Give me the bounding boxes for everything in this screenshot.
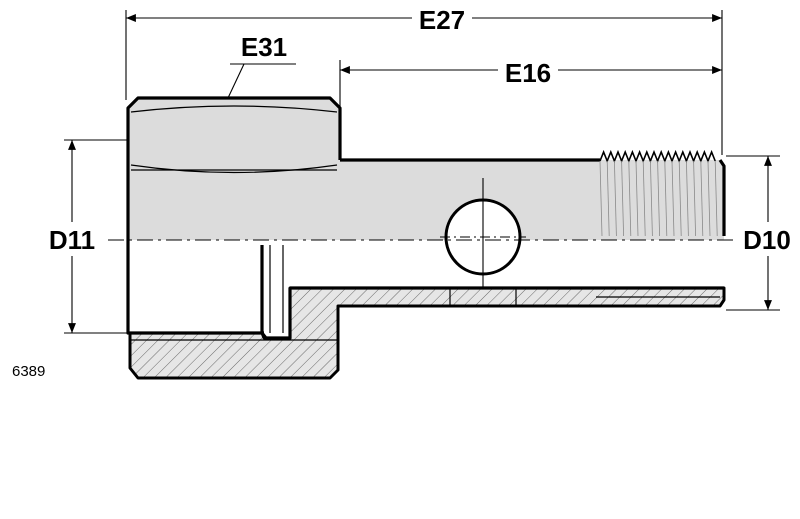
- thread-root-line: [686, 160, 689, 237]
- thread-root-line: [642, 160, 646, 237]
- thread-root-line: [599, 160, 603, 237]
- reference-code: 6389: [12, 363, 45, 380]
- label-overall-length: E27: [419, 5, 465, 35]
- thread-root-line: [628, 160, 632, 237]
- shank-upper: [340, 158, 726, 240]
- label-shank-length: E16: [505, 58, 551, 88]
- label-thread-diameter: D10: [743, 225, 791, 255]
- thread-root-line: [614, 160, 617, 237]
- label-body-diameter: D11: [49, 225, 95, 255]
- thread-root-line: [693, 160, 696, 237]
- thread-root-line: [664, 160, 668, 237]
- thread-root-line: [700, 160, 704, 237]
- thread-root-line: [657, 160, 660, 237]
- label-hex-width: E31: [241, 32, 287, 62]
- thread-root-line: [650, 160, 653, 237]
- thread-root-line: [714, 160, 718, 237]
- thread-root-line: [635, 160, 639, 237]
- cross-hole: [440, 178, 526, 296]
- thread-root-line: [707, 160, 711, 237]
- hex-nut-upper: [126, 96, 342, 240]
- thread-root-line: [621, 160, 624, 237]
- body-section: [126, 240, 726, 380]
- dim-hex-leader: [227, 63, 296, 99]
- thread-root-line: [671, 160, 675, 237]
- thread-teeth: [599, 149, 718, 237]
- thread-profile: [599, 149, 716, 164]
- thread-root-line: [606, 160, 610, 237]
- thread-root-line: [678, 160, 682, 237]
